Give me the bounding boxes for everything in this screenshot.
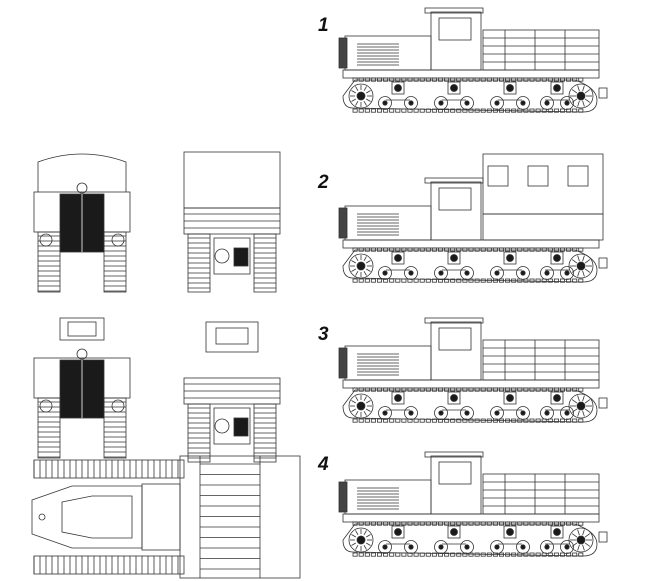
side-view-2 [338,153,608,283]
side-view-3 [338,317,608,423]
rear-view-open [183,321,281,463]
view-label-1: 1 [318,15,329,36]
front-view-covered [33,153,131,293]
top-view [31,455,301,579]
front-view-open [33,317,131,459]
rear-view-covered [183,151,281,293]
view-label-3: 3 [318,324,329,345]
side-view-1 [338,7,608,113]
view-label-4: 4 [318,454,329,475]
side-view-4 [338,451,608,557]
view-label-2: 2 [318,172,329,193]
